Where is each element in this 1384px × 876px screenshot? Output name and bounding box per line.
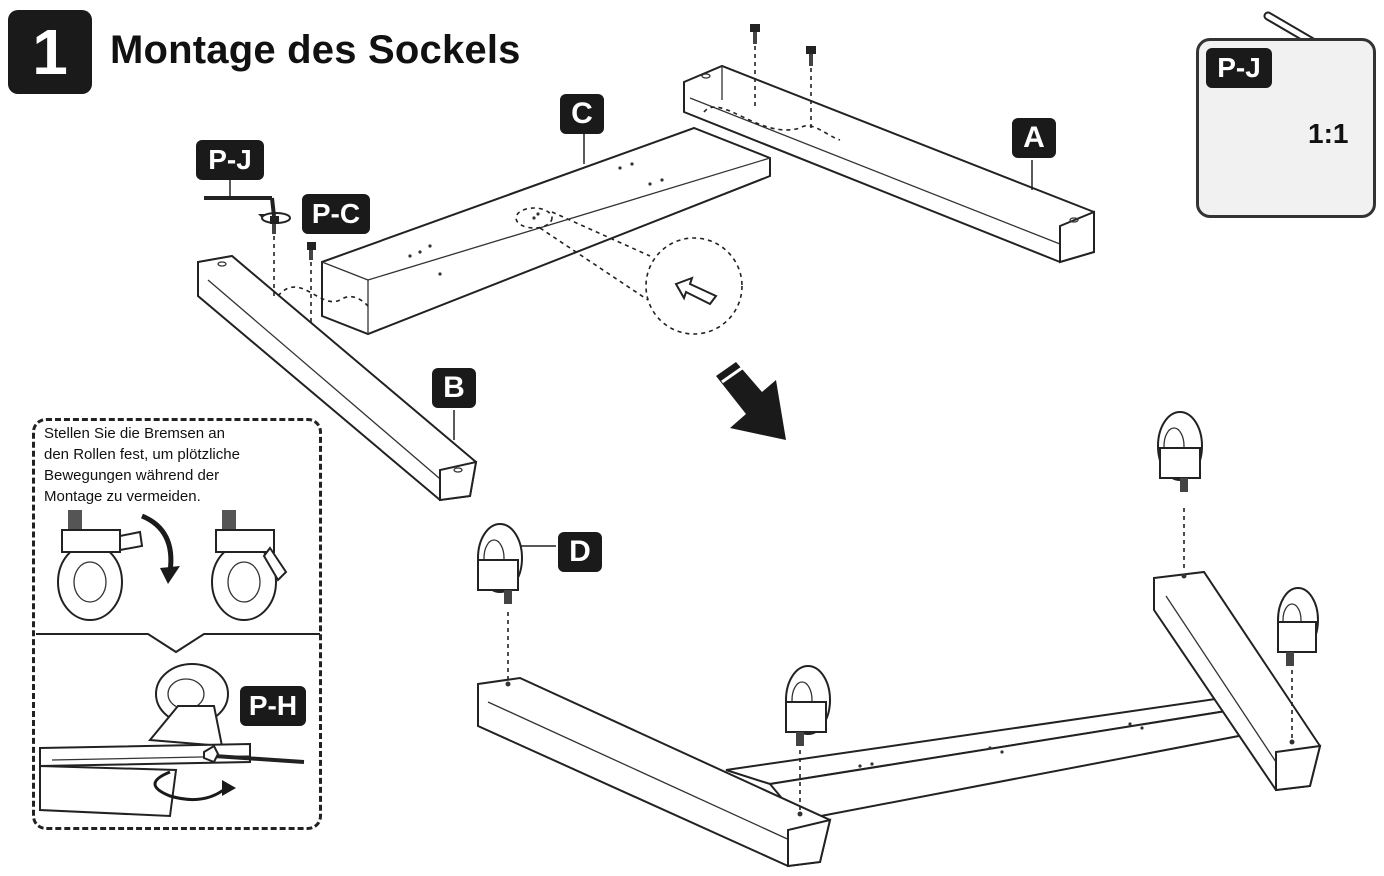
part-label-ph: P-H bbox=[240, 686, 306, 726]
part-label-b: B bbox=[432, 368, 476, 408]
beam-a bbox=[683, 64, 1095, 264]
scale-ratio: 1:1 bbox=[1308, 118, 1349, 149]
detail-zoom bbox=[515, 207, 743, 335]
step-title: Montage des Sockels bbox=[110, 28, 521, 72]
beam-c bbox=[321, 126, 771, 336]
part-label-d: D bbox=[558, 532, 602, 572]
tool-label-pj: P-J bbox=[1206, 48, 1272, 88]
brake-instruction-text: Stellen Sie die Bremsen an den Rollen fe… bbox=[44, 425, 240, 505]
rotate-arrow-icon bbox=[153, 770, 236, 802]
step-number-badge: 1 bbox=[8, 10, 92, 94]
brake-inset bbox=[32, 418, 322, 830]
caster-wheel-icon bbox=[477, 411, 1319, 746]
hex-key-icon bbox=[204, 196, 276, 217]
part-label-pc: P-C bbox=[302, 194, 370, 234]
beam-b bbox=[197, 254, 478, 502]
part-label-c: C bbox=[560, 94, 604, 134]
screw-icon bbox=[750, 24, 816, 130]
wrench-icon bbox=[203, 744, 305, 764]
part-label-pj: P-J bbox=[196, 140, 264, 180]
brake-illustration bbox=[36, 510, 320, 818]
part-label-a: A bbox=[1012, 118, 1056, 158]
assembled-base bbox=[477, 508, 1322, 868]
direction-arrow-icon bbox=[716, 362, 786, 440]
